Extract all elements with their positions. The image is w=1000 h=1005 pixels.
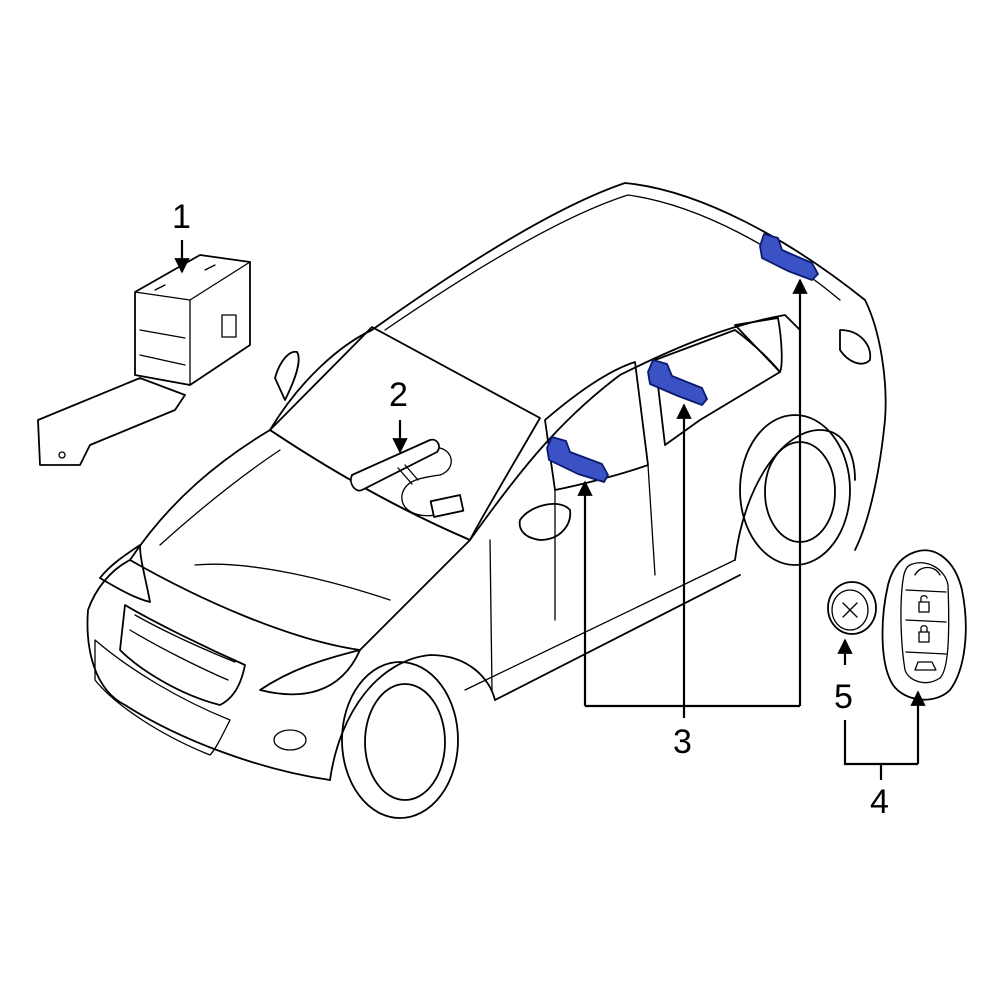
lock-icon [918, 625, 930, 643]
door-antenna-rear-body [647, 359, 708, 406]
vehicle-outline [86, 182, 887, 819]
trunk-icon [914, 661, 937, 671]
hatch-antenna-body [759, 233, 819, 281]
logo-icon [914, 566, 941, 576]
hatch-antenna [759, 233, 819, 281]
key-fob-part [881, 549, 967, 701]
unlock-icon [918, 595, 930, 613]
antenna-part [350, 438, 465, 518]
callout-5: 5 [834, 678, 853, 716]
door-antenna-front-body [546, 436, 609, 483]
callout-1: 1 [172, 198, 191, 236]
door-antenna-front [546, 436, 609, 483]
battery-part [827, 581, 877, 635]
callout-4: 4 [870, 783, 889, 821]
control-module-part [37, 254, 251, 466]
callout-3: 3 [673, 723, 692, 761]
leader-lines [174, 240, 926, 780]
callout-2: 2 [389, 376, 408, 414]
door-antenna-rear [647, 359, 708, 406]
